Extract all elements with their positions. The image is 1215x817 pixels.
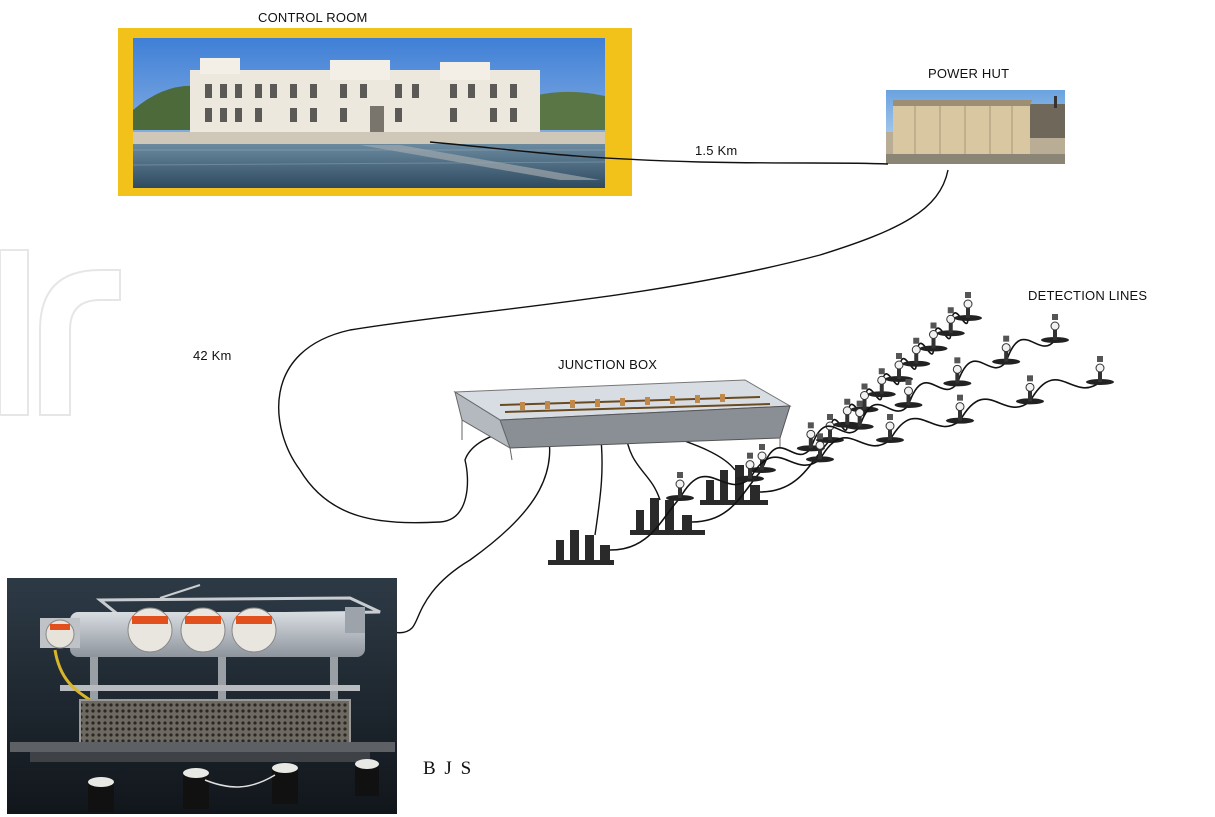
bjs-containers	[45, 607, 277, 653]
detection-floor	[992, 335, 1021, 365]
detection-floor	[885, 353, 913, 382]
control-room-photo	[118, 28, 632, 196]
detection-line-2	[691, 314, 1069, 523]
cables	[278, 141, 949, 634]
bjs-photo	[7, 578, 397, 814]
cable-control-room-to-power-hut	[429, 141, 889, 165]
detection-floor	[919, 322, 948, 352]
power-hut-photo	[886, 90, 1065, 164]
detection-floor	[894, 379, 923, 408]
detection-floor	[666, 472, 694, 501]
detection-floor	[1041, 314, 1069, 343]
bjs-base-cylinders	[88, 759, 379, 812]
detection-floor	[867, 368, 896, 398]
junction-box-label: JUNCTION BOX	[558, 357, 658, 372]
detection-line-1	[759, 292, 982, 493]
detection-floor	[736, 452, 764, 482]
detection-floor	[850, 383, 879, 413]
detection-floor	[902, 337, 931, 367]
detection-floor	[936, 307, 965, 337]
detection-floor	[943, 357, 972, 387]
detection-lines-label: DETECTION LINES	[1028, 288, 1148, 303]
control-room-label: CONTROL ROOM	[258, 10, 368, 25]
detection-floor	[1086, 356, 1114, 385]
watermark-logo	[0, 249, 121, 416]
detection-lines	[609, 292, 1114, 551]
cable-length-long-label: 42 Km	[193, 348, 232, 363]
detection-floor	[806, 433, 834, 463]
detection-floor	[876, 414, 904, 443]
detection-line-anchors	[548, 465, 768, 565]
detection-floor	[954, 292, 982, 321]
detection-line-cable	[691, 338, 1056, 523]
detection-line-3	[609, 356, 1114, 551]
anchor-2	[630, 498, 705, 535]
detection-line-cable	[609, 379, 1101, 551]
anchor-3	[548, 530, 614, 565]
power-hut-label: POWER HUT	[928, 66, 1010, 81]
detection-floor	[946, 394, 974, 424]
detection-floor	[1016, 375, 1044, 405]
junction-box	[453, 379, 792, 461]
cable-power-hut-to-junction-box	[278, 169, 949, 524]
cable-length-short-label: 1.5 Km	[695, 143, 738, 158]
bjs-label: B J S	[423, 758, 474, 779]
cable-junction-box-to-bjs	[384, 419, 551, 634]
detection-floor	[845, 400, 874, 430]
